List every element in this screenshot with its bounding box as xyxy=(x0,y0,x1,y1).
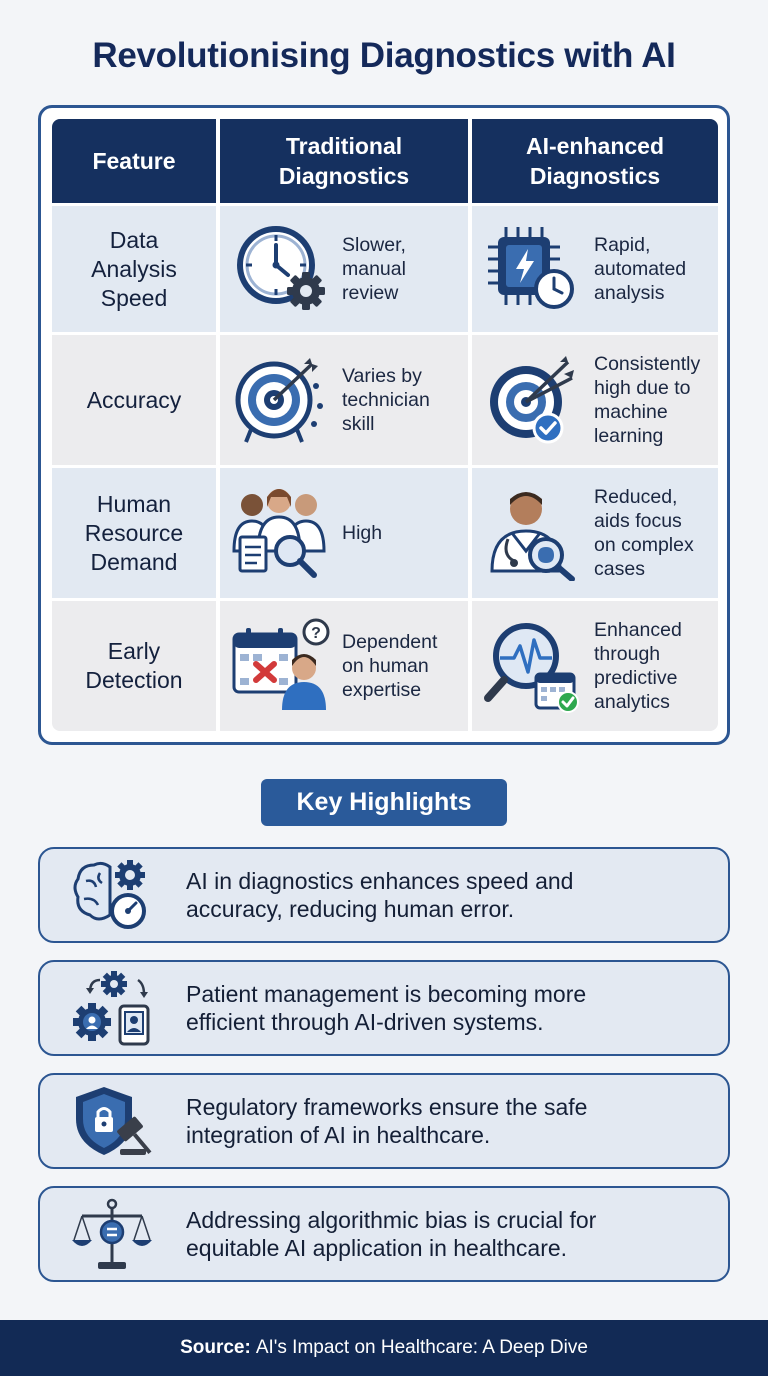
highlight-text-speed: AI in diagnostics enhances speed and acc… xyxy=(186,868,574,922)
highlight-card-bias: Addressing algorithmic bias is crucial f… xyxy=(38,1186,730,1282)
target-arrow-icon xyxy=(235,358,323,443)
pulse-magnifier-icon xyxy=(484,623,579,713)
comparison-table: Feature Traditional Diagnostics AI-enhan… xyxy=(38,105,730,745)
highlight-text-regulatory: Regulatory frameworks ensure the safe in… xyxy=(186,1094,588,1148)
source-text: AI's Impact on Healthcare: A Deep Dive xyxy=(255,1337,588,1358)
chip-clock-icon xyxy=(488,227,574,309)
header-feature: Feature xyxy=(52,119,216,203)
highlight-text-patient-management: Patient management is becoming more effi… xyxy=(186,981,587,1035)
feature-speed: Data Analysis Speed xyxy=(52,206,216,332)
key-highlights-label: Key Highlights xyxy=(261,779,507,826)
medical-team-icon xyxy=(232,489,326,578)
traditional-early-detection-text: Dependent on human expertise xyxy=(342,631,438,701)
shield-gavel-icon xyxy=(76,1087,152,1155)
highlight-card-speed: AI in diagnostics enhances speed and acc… xyxy=(38,847,730,943)
calendar-question-icon: ? xyxy=(232,618,330,710)
clock-gear-icon xyxy=(237,226,325,310)
svg-text:?: ? xyxy=(311,625,321,642)
doctor-brain-icon xyxy=(490,492,575,581)
feature-human-resource: Human Resource Demand xyxy=(52,468,216,598)
ai-early-detection: Enhanced through predictive analytics xyxy=(472,601,718,731)
highlight-text-bias: Addressing algorithmic bias is crucial f… xyxy=(186,1207,597,1261)
highlight-card-regulatory: Regulatory frameworks ensure the safe in… xyxy=(38,1073,730,1169)
source-label: Source: xyxy=(180,1337,251,1358)
ai-speed: Rapid, automated analysis xyxy=(472,206,718,332)
feature-early-detection: Early Detection xyxy=(52,601,216,731)
ai-accuracy-text: Consistently high due to machine learnin… xyxy=(594,353,701,447)
traditional-accuracy-text: Varies by technician skill xyxy=(342,365,430,435)
source-footer: Source: AI's Impact on Healthcare: A Dee… xyxy=(0,1320,768,1376)
highlight-card-patient-management: Patient management is becoming more effi… xyxy=(38,960,730,1056)
target-check-icon xyxy=(490,356,574,444)
ai-early-detection-text: Enhanced through predictive analytics xyxy=(594,619,682,713)
header-ai: AI-enhanced Diagnostics xyxy=(472,119,718,203)
traditional-human-resource-text: High xyxy=(342,522,383,544)
brain-gears-icon xyxy=(73,860,146,929)
traditional-speed: Slower, manual review xyxy=(220,206,468,332)
ai-human-resource-text: Reduced, aids focus on complex cases xyxy=(594,486,694,580)
traditional-early-detection: ? Dependent on human expertise xyxy=(220,601,468,731)
traditional-human-resource: High xyxy=(220,468,468,598)
feature-accuracy: Accuracy xyxy=(52,335,216,465)
scales-icon xyxy=(72,1198,152,1269)
patient-gear-icon xyxy=(73,971,150,1046)
ai-speed-text: Rapid, automated analysis xyxy=(594,234,687,304)
traditional-accuracy: Varies by technician skill xyxy=(220,335,468,465)
page-title: Revolutionising Diagnostics with AI xyxy=(92,36,676,75)
traditional-speed-text: Slower, manual review xyxy=(342,234,406,304)
ai-accuracy: Consistently high due to machine learnin… xyxy=(472,335,718,465)
ai-human-resource: Reduced, aids focus on complex cases xyxy=(472,468,718,598)
header-traditional: Traditional Diagnostics xyxy=(220,119,468,203)
